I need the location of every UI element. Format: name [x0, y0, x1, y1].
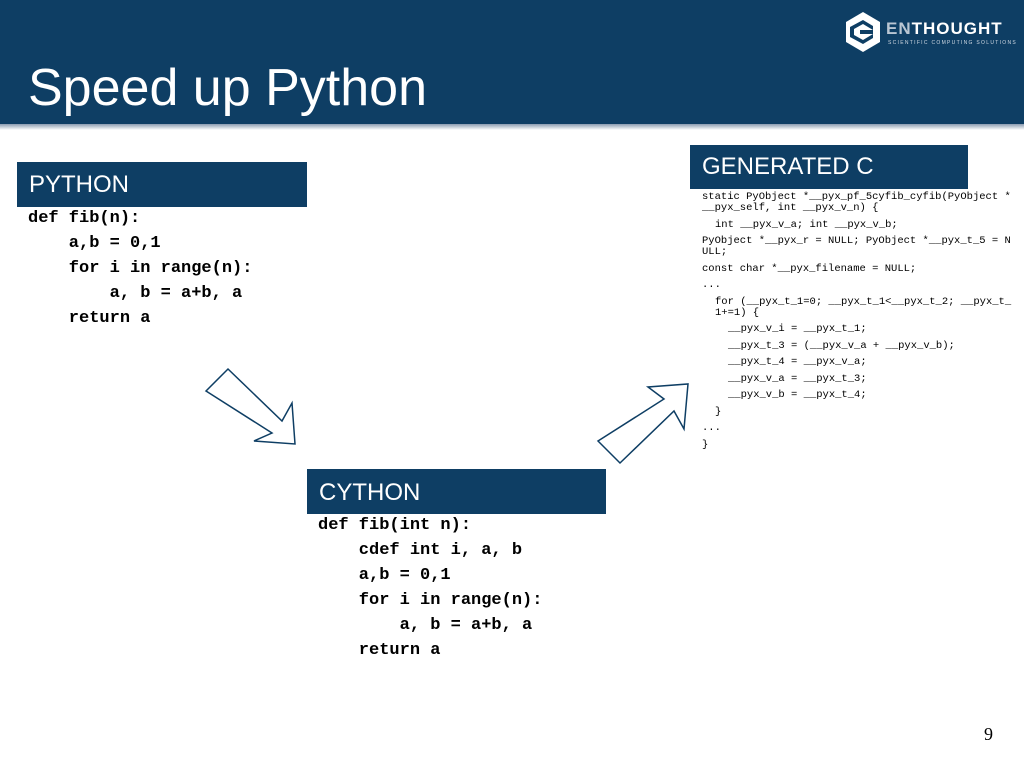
slide-title: Speed up Python	[28, 59, 427, 117]
c-line: ...	[702, 279, 721, 291]
logo-name: THOUGHT	[911, 19, 1003, 38]
c-line: __pyx_v_a = __pyx_t_3;	[728, 372, 867, 385]
arrow-up-right-icon	[596, 383, 689, 465]
enthought-logo: ENTHOUGHT SCIENTIFIC COMPUTING SOLUTIONS	[843, 10, 1018, 54]
c-line: static PyObject *__pyx_pf_5cyfib_cyfib(P…	[702, 191, 1011, 214]
generated-c-code: static PyObject *__pyx_pf_5cyfib_cyfib(P…	[702, 192, 1014, 456]
c-line: for (__pyx_t_1=0; __pyx_t_1<__pyx_t_2; _…	[715, 295, 1012, 319]
c-line: __pyx_t_3 = (__pyx_v_a + __pyx_v_b);	[728, 339, 955, 352]
cython-label: CYTHON	[307, 469, 606, 514]
c-line: }	[702, 438, 709, 451]
cython-code: def fib(int n): cdef int i, a, b a,b = 0…	[318, 516, 543, 660]
c-line: __pyx_v_i = __pyx_t_1;	[728, 323, 867, 335]
generated-c-label: GENERATED C	[690, 145, 968, 189]
enthought-hexagon-icon	[846, 12, 880, 52]
logo-wordmark: ENTHOUGHT	[886, 19, 1003, 39]
c-line: __pyx_v_b = __pyx_t_4;	[728, 389, 867, 401]
c-line: ...	[702, 422, 721, 434]
logo-prefix: EN	[886, 19, 912, 38]
c-line: int __pyx_v_a; int __pyx_v_b;	[715, 218, 898, 231]
page-number: 9	[984, 724, 993, 744]
c-line: const char *__pyx_filename = NULL;	[702, 262, 917, 275]
python-code: def fib(n): a,b = 0,1 for i in range(n):…	[28, 209, 253, 328]
c-line: __pyx_t_4 = __pyx_v_a;	[728, 356, 867, 368]
c-line: PyObject *__pyx_r = NULL; PyObject *__py…	[702, 235, 1011, 258]
c-line: }	[715, 405, 722, 418]
header-shadow	[0, 124, 1024, 130]
arrow-down-right-icon	[204, 367, 296, 445]
python-label: PYTHON	[17, 162, 307, 207]
logo-tagline: SCIENTIFIC COMPUTING SOLUTIONS	[888, 40, 1018, 46]
